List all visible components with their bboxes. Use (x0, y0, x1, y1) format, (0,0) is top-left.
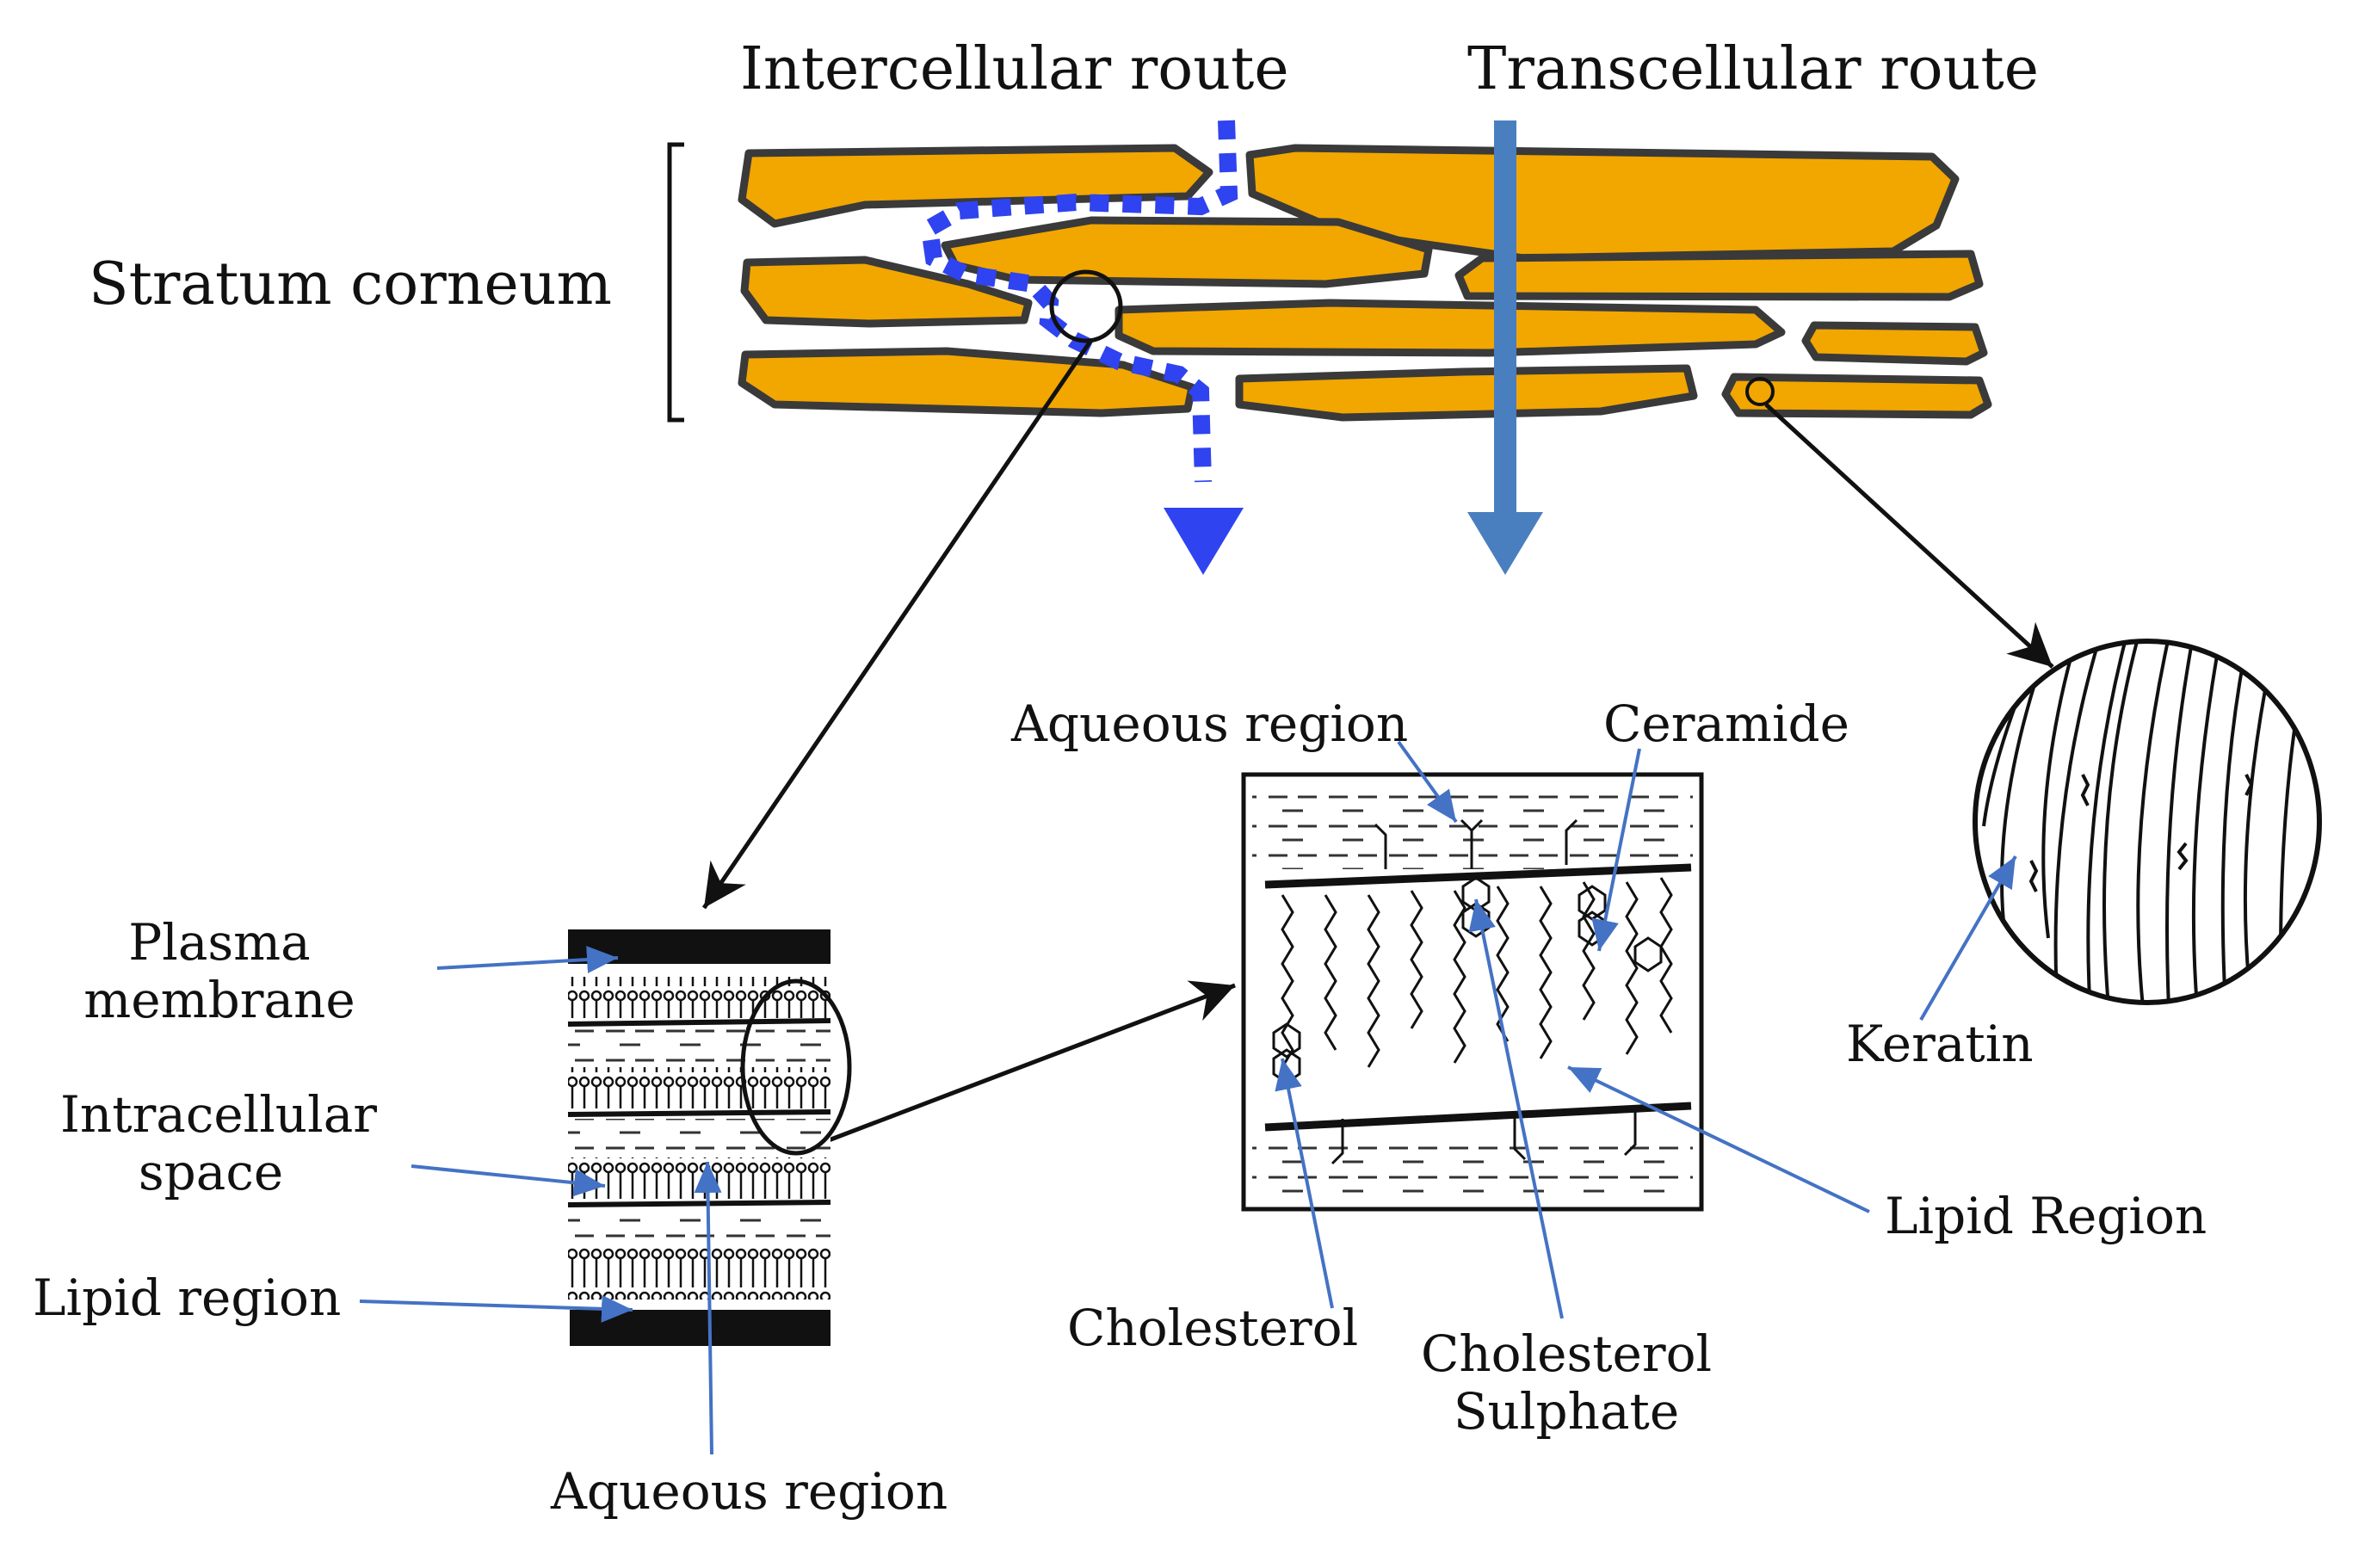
transcellular-zoom-circle (1745, 377, 1775, 406)
corneocyte (740, 256, 1033, 328)
lamellar-zoom-oval (740, 978, 852, 1156)
ceramide-label: Ceramide (1603, 694, 1850, 753)
cholesterol-sulphate-label: Cholesterol Sulphate (1411, 1325, 1721, 1440)
pointer-cholesterol-sulphate (1468, 898, 1564, 1319)
pointer-lipid-region-right (1567, 1065, 1870, 1213)
cholesterol-label: Cholesterol (1067, 1299, 1359, 1357)
pointer-aqueous-region-top (1397, 740, 1458, 824)
lipid-bilayer-box (1241, 772, 1704, 1212)
lipid-region-right-label: Lipid Region (1885, 1187, 2207, 1245)
cholesterol-sulphate-line-2: Sulphate (1453, 1381, 1680, 1441)
corneocyte (941, 216, 1433, 288)
corneocyte (1721, 373, 1992, 419)
corneocyte (1245, 144, 1960, 262)
intercellular-route-arrowhead (1164, 508, 1244, 575)
plasma-membrane-label: Plasma membrane (82, 914, 357, 1028)
keratin-label: Keratin (1846, 1015, 2034, 1073)
corneocyte (1801, 321, 1988, 366)
pointer-aqueous-region-bottom (694, 1161, 722, 1455)
transcellular-route-label: Transcellular route (1467, 35, 2039, 103)
corneocyte (738, 347, 1196, 417)
pointer-ceramide (1591, 748, 1641, 952)
aqueous-region-top-label: Aqueous region (1011, 694, 1409, 753)
corneocytes (738, 144, 1992, 422)
pointer-keratin (1919, 855, 2017, 1022)
stratum-corneum-bracket (667, 142, 684, 423)
pointer-intracellular-space (411, 1164, 606, 1197)
intercellular-route-label: Intercellular route (740, 35, 1289, 103)
plasma-membrane-line-1: Plasma (128, 913, 311, 972)
cholesterol-sulphate-line-1: Cholesterol (1420, 1324, 1713, 1383)
corneocyte (1454, 250, 1984, 301)
intracellular-space-line-1: Intracellular (60, 1085, 377, 1144)
intracellular-space-line-2: space (138, 1142, 284, 1201)
corneocyte (1114, 299, 1786, 357)
transcellular-route-shaft (1494, 120, 1516, 516)
aqueous-region-bottom-label: Aqueous region (551, 1462, 948, 1521)
corneocyte (1235, 364, 1698, 422)
intracellular-space-label: Intracellular space (60, 1085, 377, 1201)
zoom-pointer-middle (821, 980, 1236, 1145)
pointer-cholesterol (1275, 1058, 1334, 1309)
keratin-zoom-circle (1973, 639, 2322, 1005)
zoom-pointer-right (1764, 403, 2054, 669)
pointer-lipid-region-left (359, 1294, 633, 1323)
stratum-corneum-label: Stratum corneum (89, 250, 613, 318)
intercellular-route-path (920, 120, 1238, 483)
lamellar-stack (567, 929, 852, 1346)
zoom-pointer-left (701, 338, 1094, 910)
pointer-plasma-membrane (436, 946, 619, 974)
plasma-membrane-line-2: membrane (83, 970, 355, 1029)
transcellular-route-arrowhead (1467, 512, 1543, 575)
intercellular-zoom-circle (1049, 269, 1123, 343)
lipid-region-left-label: Lipid region (33, 1269, 342, 1327)
